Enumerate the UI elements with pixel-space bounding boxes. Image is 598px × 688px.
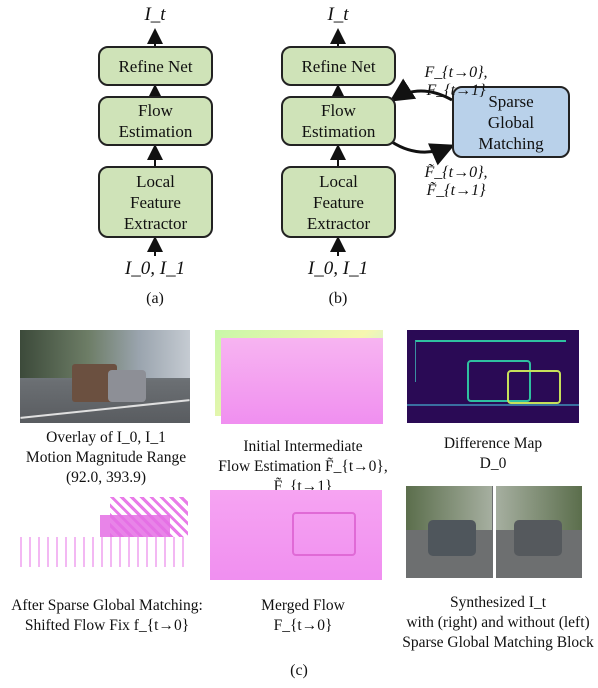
caption-a: (a) xyxy=(146,290,164,307)
caption-c: (c) xyxy=(290,662,308,679)
shifted-flow-fix-caption: After Sparse Global Matching: Shifted Fl… xyxy=(11,597,203,634)
refine-net-module-a: Refine Net xyxy=(98,46,213,86)
input-label-b: I_0, I_1 xyxy=(307,258,369,279)
overlay-caption: Overlay of I_0, I_1 Motion Magnitude Ran… xyxy=(25,429,187,486)
difference-map-image xyxy=(407,330,579,423)
intermediate-flows-label: F̃_{t→0}, F̃_{t→1} xyxy=(424,164,488,199)
local-feature-extractor-module-a: Local Feature Extractor xyxy=(98,166,213,238)
flow-estimation-module-b: Flow Estimation xyxy=(281,96,396,146)
output-label-b: I_t xyxy=(327,4,349,25)
input-label-a: I_0, I_1 xyxy=(124,258,186,279)
final-flows-label: F_{t→0}, F_{t→1} xyxy=(424,64,488,99)
refine-net-module-b: Refine Net xyxy=(281,46,396,86)
local-feature-extractor-module-b: Local Feature Extractor xyxy=(281,166,396,238)
caption-b: (b) xyxy=(328,290,348,307)
overlay-image xyxy=(20,330,190,423)
difference-map-caption: Difference Map D_0 xyxy=(443,435,543,472)
synthesized-caption: Synthesized I_t with (right) and without… xyxy=(402,594,594,651)
flow-estimation-module-a: Flow Estimation xyxy=(98,96,213,146)
merged-flow-caption: Merged Flow F_{t→0} xyxy=(261,597,345,634)
initial-flow-caption: Initial Intermediate Flow Estimation F̃_… xyxy=(218,438,388,495)
synthesized-frames-image xyxy=(406,486,582,578)
sparse-global-matching-module: Sparse Global Matching xyxy=(452,86,570,158)
merged-flow-image xyxy=(210,490,382,580)
shifted-flow-fix-image xyxy=(20,487,190,579)
initial-flow-image xyxy=(207,330,385,426)
output-label-a: I_t xyxy=(144,4,166,25)
